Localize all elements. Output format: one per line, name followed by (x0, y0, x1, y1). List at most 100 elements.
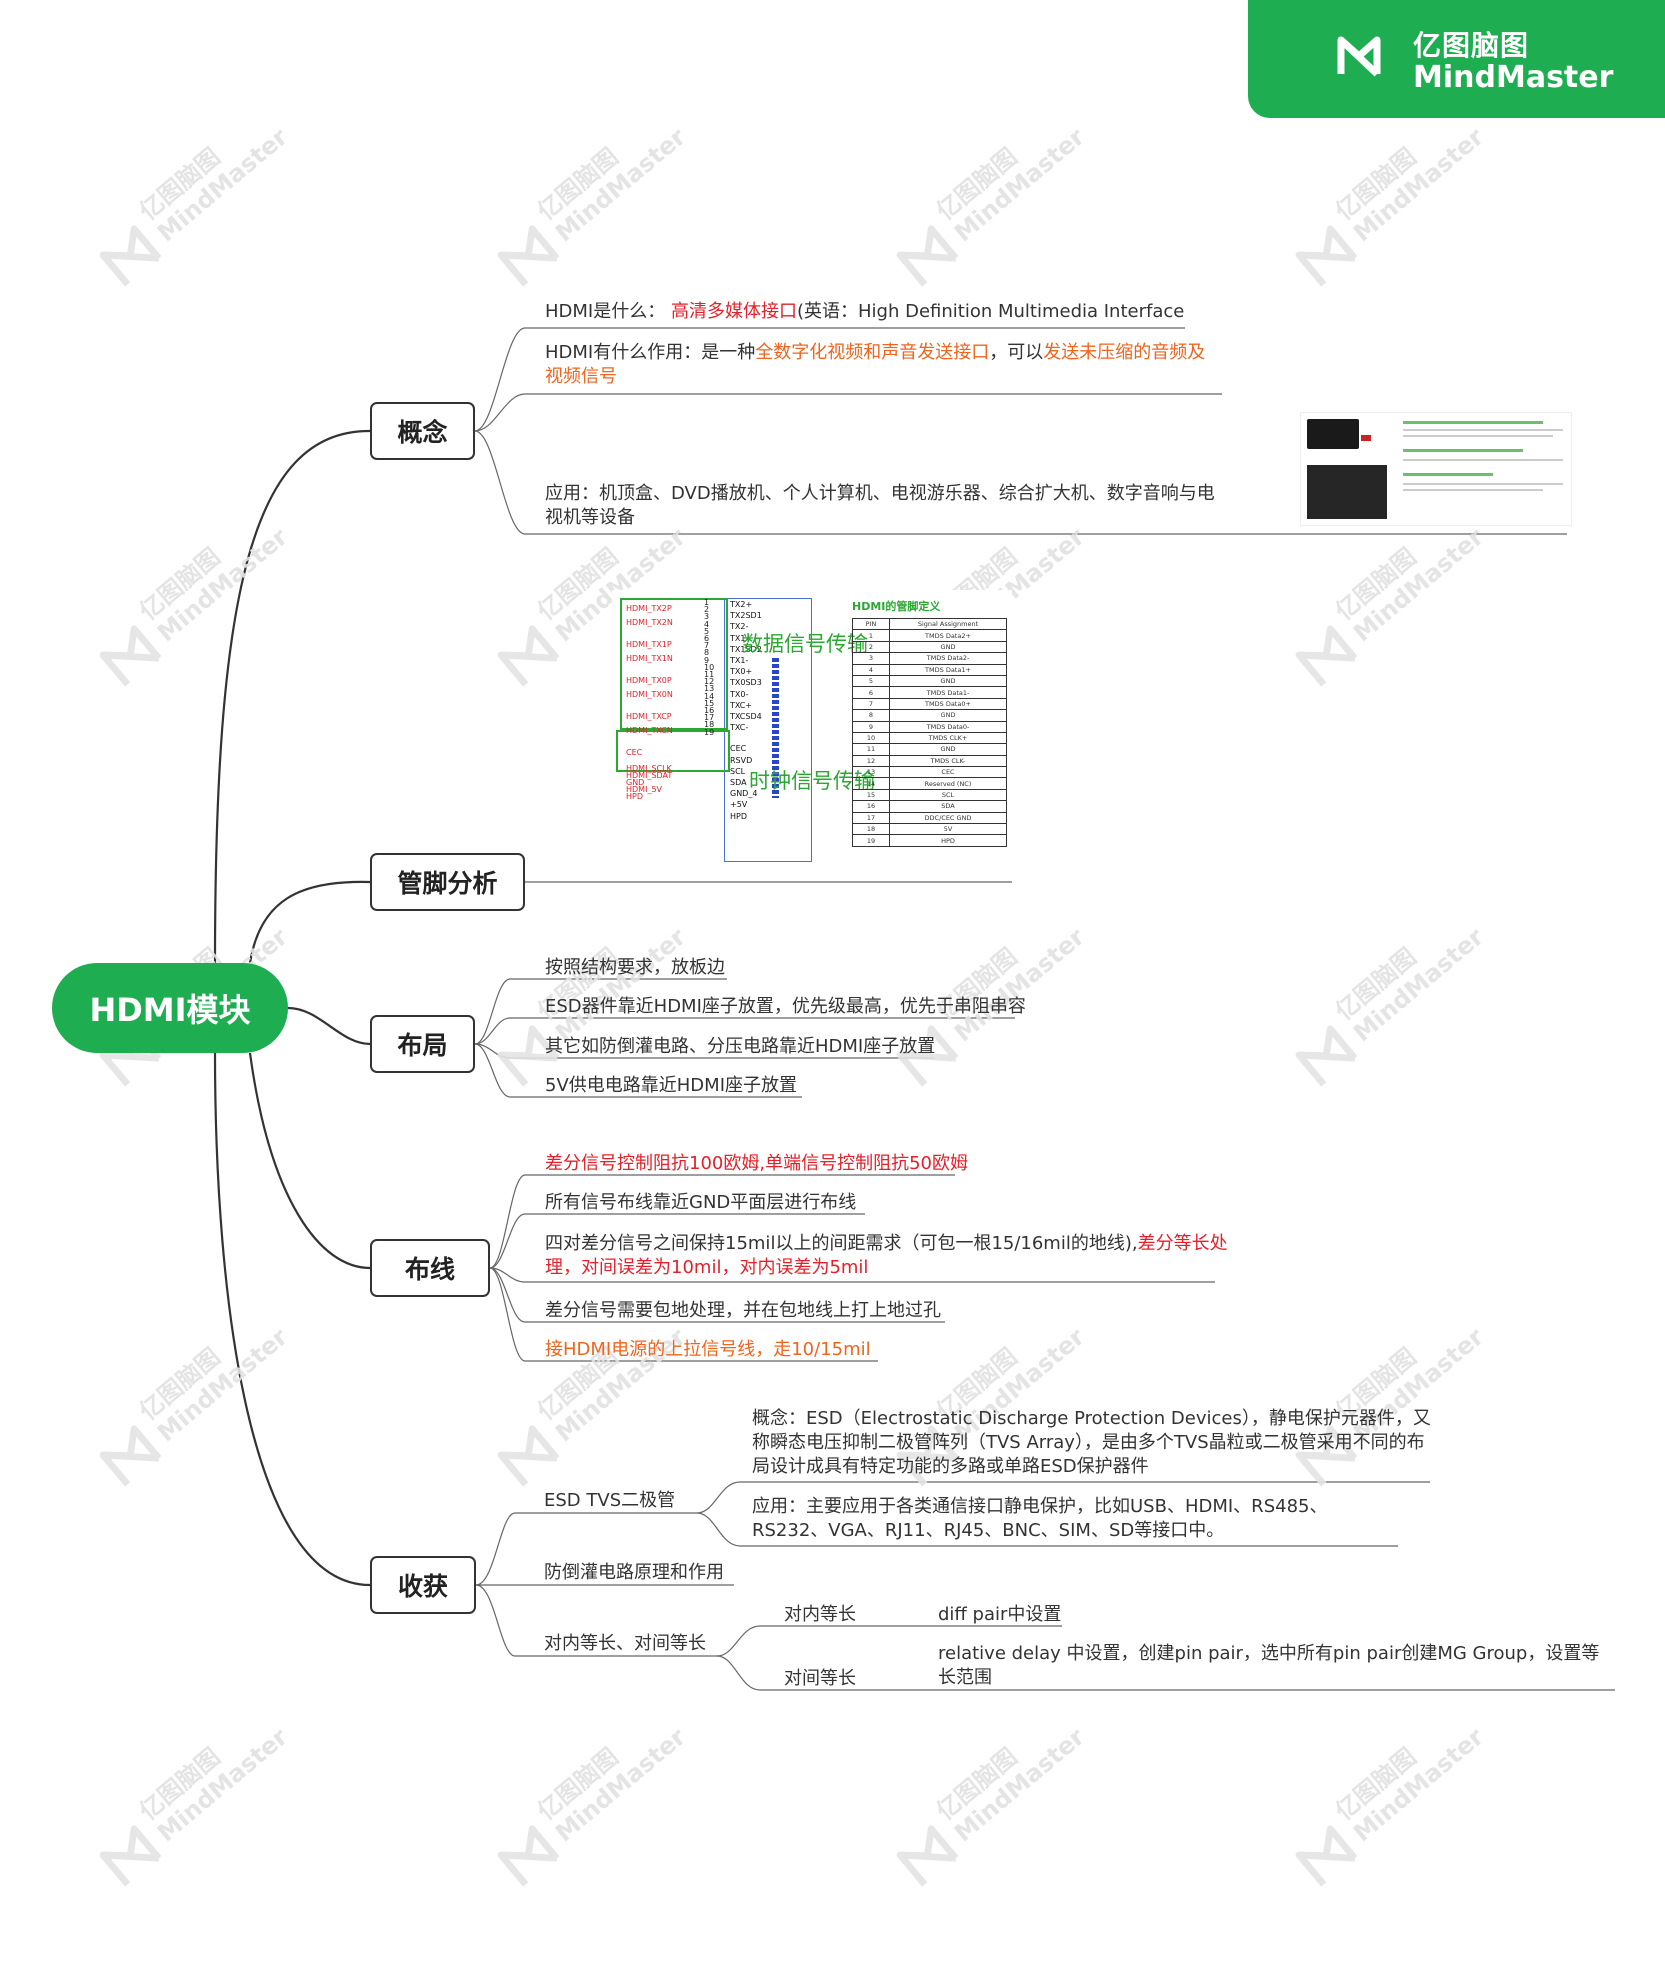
layout-item[interactable]: 按照结构要求，放板边 (545, 957, 725, 978)
branch-concept[interactable]: 概念 (370, 402, 475, 460)
harvest-length[interactable]: 对内等长、对间等长 (544, 1633, 706, 1654)
thumb-line (1403, 429, 1563, 431)
concept-use[interactable]: HDMI有什么作用：是一种全数字化视频和声音发送接口，可以发送未压缩的音频及视频… (545, 341, 1220, 389)
hdmi-port-marker (1361, 435, 1371, 441)
pin-signal-cell: TMDS Data1- (889, 686, 1007, 699)
table-header-pin: PIN (852, 617, 890, 631)
pin-number: 19 (704, 727, 715, 737)
concept-what[interactable]: HDMI是什么： 高清多媒体接口(英语：High Definition Mult… (545, 300, 1184, 324)
pin-number-cell: 5 (852, 674, 890, 688)
net-label: HDMI_TX0N (626, 690, 673, 699)
connector-pins (772, 658, 779, 798)
net-label: HDMI_TXCN (626, 726, 673, 735)
harvest-esd[interactable]: ESD TVS二极管 (544, 1490, 676, 1511)
pin-signal-cell: SCL (889, 788, 1007, 802)
routing-item-shield[interactable]: 差分信号需要包地处理，并在包地线上打上地过孔 (545, 1300, 941, 1321)
branch-routing[interactable]: 布线 (370, 1239, 490, 1297)
pin-number-cell: 13 (852, 766, 890, 779)
concept-what-highlight: 高清多媒体接口 (670, 301, 797, 322)
branch-harvest[interactable]: 收获 (370, 1556, 476, 1614)
layout-item[interactable]: 其它如防倒灌电路、分压电路靠近HDMI座子放置 (545, 1036, 936, 1057)
pin-number-cell: 17 (852, 811, 890, 825)
thumb-line (1403, 483, 1563, 485)
harvest-length-intra[interactable]: 对内等长 (784, 1604, 856, 1625)
concept-thumbnail[interactable] (1300, 412, 1572, 526)
routing-item-impedance[interactable]: 差分信号控制阻抗100欧姆,单端信号控制阻抗50欧姆 (545, 1153, 968, 1174)
net-label: HDMI_TXCP (626, 712, 672, 721)
concept-use-prefix: HDMI有什么作用：是一种 (545, 342, 756, 363)
net-label: HDMI_TX0P (626, 676, 672, 685)
pin-number: 6 (704, 634, 710, 643)
branch-pin-analysis[interactable]: 管脚分析 (370, 853, 525, 911)
connector-signal: CEC (730, 744, 747, 754)
pin-signal-cell: GND (889, 674, 1007, 688)
settop-box-image (1307, 419, 1359, 449)
routing-item-gnd[interactable]: 所有信号布线靠近GND平面层进行布线 (545, 1192, 857, 1213)
net-label: HDMI_SDAT (626, 771, 673, 780)
pin-signal-cell: TMDS CLK- (889, 754, 1007, 768)
net-label: HDMI_TX1P (626, 640, 672, 649)
harvest-esd-application[interactable]: 应用：主要应用于各类通信接口静电保护，比如USB、HDMI、RS485、RS23… (752, 1496, 1328, 1541)
net-label: HDMI_TX2P (626, 604, 672, 613)
harvest-esd-concept[interactable]: 概念：ESD（Electrostatic Discharge Protectio… (752, 1408, 1431, 1477)
table-header-signal: Signal Assignment (889, 617, 1007, 631)
harvest-length-inter-detail[interactable]: relative delay 中设置，创建pin pair，选中所有pin pa… (938, 1643, 1600, 1688)
table-header-row: PIN Signal Assignment (852, 617, 1007, 631)
brand-name-cn: 亿图脑图 (1413, 29, 1530, 62)
pin-signal-cell: TMDS Data0- (889, 720, 1007, 733)
pin-number: 16 (704, 706, 715, 715)
pin-number: 9 (704, 655, 710, 665)
connector-signal: TX2SD1 (730, 611, 762, 621)
thumb-line (1403, 449, 1523, 452)
routing-item-spacing[interactable]: 四对差分信号之间保持15mil以上的间距需求（可包一根15/16mil的地线),… (545, 1232, 1235, 1280)
pin-number-cell: 10 (852, 731, 890, 745)
connector-signal: TX0+ (730, 667, 753, 677)
pin-number: 1 (704, 598, 710, 607)
harvest-backflow[interactable]: 防倒灌电路原理和作用 (544, 1562, 724, 1583)
concept-what-prefix: HDMI是什么： (545, 301, 666, 322)
layout-item[interactable]: 5V供电电路靠近HDMI座子放置 (545, 1075, 797, 1096)
brand-name-en: MindMaster (1413, 60, 1614, 95)
net-label: HDMI_SCLK (626, 764, 672, 773)
thumb-line (1403, 489, 1543, 491)
layout-item[interactable]: ESD器件靠近HDMI座子放置，优先级最高，优先于串阻串容 (545, 996, 1026, 1017)
pin-number-cell: 15 (852, 788, 890, 802)
branch-layout[interactable]: 布局 (370, 1015, 475, 1073)
pin-number: 7 (704, 641, 710, 651)
harvest-length-intra-detail[interactable]: diff pair中设置 (938, 1604, 1062, 1625)
pin-number-cell: 14 (852, 777, 890, 790)
pin-number-cell: 3 (852, 652, 890, 665)
pin-number-cell: 19 (852, 834, 890, 847)
root-node[interactable]: HDMI模块 (52, 963, 288, 1053)
concept-apps[interactable]: 应用：机顶盒、DVD播放机、个人计算机、电视游乐器、综合扩大机、数字音响与电视机… (545, 483, 1215, 528)
pin-number: 3 (704, 612, 710, 622)
net-label: HDMI_TX1N (626, 654, 673, 663)
data-signal-label: 数据信号传输 (742, 632, 868, 656)
connector-signal: SDA (730, 778, 747, 787)
connector-signal: GND_4 (730, 789, 758, 799)
pin-signal-cell: 5V (889, 823, 1007, 836)
net-label: CEC (626, 748, 643, 757)
pin-signal-cell: HPD (889, 834, 1007, 847)
harvest-length-inter[interactable]: 对间等长 (784, 1668, 856, 1689)
routing-item-pullup[interactable]: 接HDMI电源的上拉信号线，走10/15mil (545, 1339, 871, 1360)
connector-signal: TXC+ (730, 700, 753, 710)
thumb-line (1403, 435, 1553, 437)
pin-number-cell: 2 (852, 640, 890, 654)
pin-number-cell: 12 (852, 754, 890, 768)
pin-signal-cell: CEC (889, 766, 1007, 779)
